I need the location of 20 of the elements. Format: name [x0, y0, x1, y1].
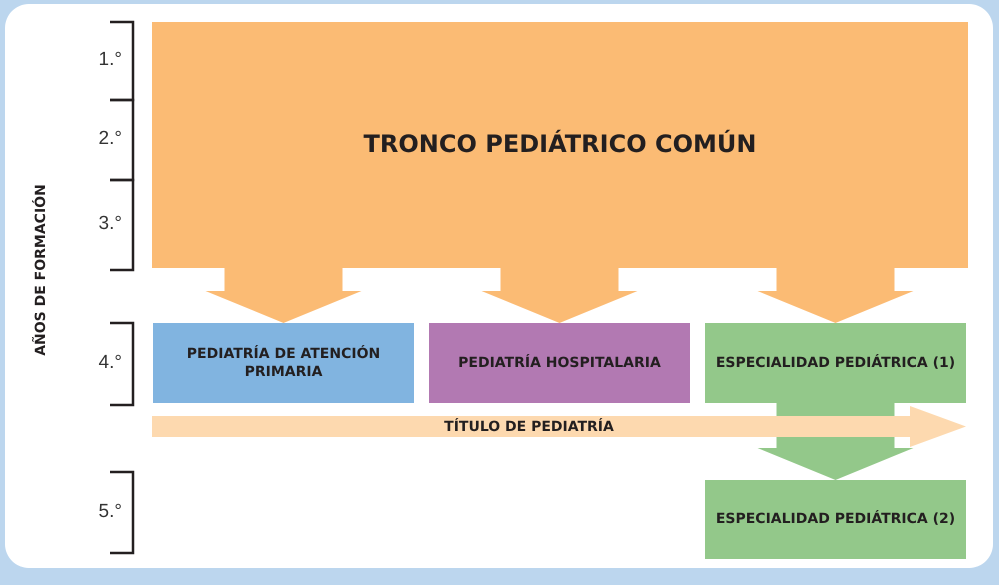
stage-box [429, 323, 690, 403]
year-label: 4.° [98, 352, 122, 374]
stage-label: ESPECIALIDAD PEDIÁTRICA (1) [716, 354, 956, 372]
stage-box [153, 323, 414, 403]
stage-label: TRONCO PEDIÁTRICO COMÚN [364, 129, 756, 160]
stage-label: ESPECIALIDAD PEDIÁTRICA (2) [716, 510, 956, 529]
block-arrow [482, 268, 638, 323]
block-arrow [758, 268, 914, 323]
stage-box [705, 480, 966, 559]
year-label: 3.° [98, 213, 122, 235]
stage-label: PEDIATRÍA DE ATENCIÓN PRIMARIA [186, 344, 382, 382]
stage-box [152, 22, 968, 268]
year-label: 1.° [98, 49, 122, 71]
stage-box [705, 323, 966, 403]
year-label: 5.° [98, 500, 122, 522]
block-arrow [206, 268, 362, 323]
stage-label: PEDIATRÍA HOSPITALARIA [458, 354, 661, 372]
year-label: 2.° [98, 128, 122, 150]
banner-label: TÍTULO DE PEDIATRÍA [444, 418, 614, 434]
axis-title: AÑOS DE FORMACIÓN [33, 184, 49, 356]
